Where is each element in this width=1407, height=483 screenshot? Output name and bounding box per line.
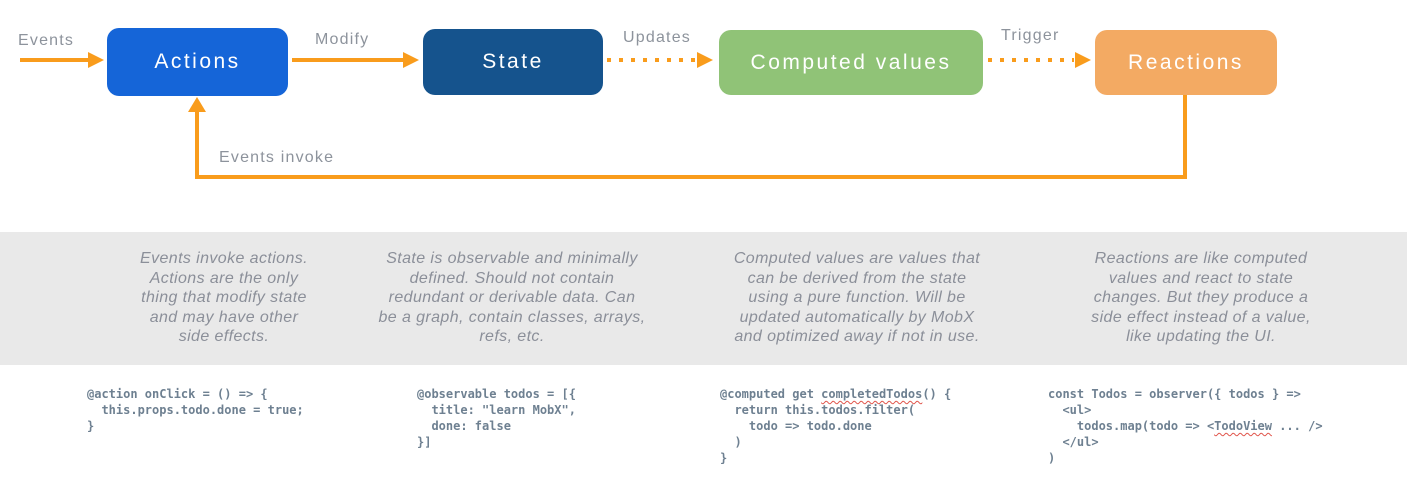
feedback-line-horizontal — [195, 175, 1187, 179]
code-line: todos.map(todo => <TodoView ... /> — [1048, 418, 1323, 434]
node-state: State — [423, 29, 603, 95]
code-line: }] — [417, 435, 432, 449]
modify-arrowhead-icon — [403, 52, 419, 68]
code-snippet-action: @action onClick = () => { this.props.tod… — [87, 386, 304, 434]
description-computed-values: Computed values are values that can be d… — [733, 250, 981, 345]
modify-label: Modify — [315, 31, 370, 48]
code-line: ) — [1048, 451, 1056, 465]
feedback-arrowhead-icon — [188, 97, 206, 112]
node-reactions: Reactions — [1095, 30, 1277, 95]
node-state-label: State — [482, 50, 544, 73]
trigger-arrowhead-icon — [1075, 52, 1091, 68]
code-text: todos.map(todo => < — [1048, 419, 1215, 433]
events-label: Events — [18, 32, 75, 49]
code-line: @observable todos = [{ — [417, 387, 576, 401]
updates-label: Updates — [623, 29, 691, 46]
node-reactions-label: Reactions — [1128, 50, 1244, 74]
spellcheck-squiggle-word: completedTodos — [821, 387, 923, 401]
code-line: } — [720, 451, 728, 465]
code-text: @computed get — [720, 387, 822, 401]
code-line: todo => todo.done — [720, 419, 872, 433]
modify-arrow-line — [292, 58, 403, 62]
description-state: State is observable and minimally define… — [378, 250, 646, 345]
code-snippet-observer: const Todos = observer({ todos } => <ul>… — [1048, 386, 1323, 466]
code-line: } — [87, 419, 95, 433]
description-reactions: Reactions are like computed values and r… — [1091, 250, 1311, 345]
code-snippet-observable: @observable todos = [{ title: "learn Mob… — [417, 386, 576, 450]
code-line: title: "learn MobX", — [417, 403, 576, 417]
code-line: const Todos = observer({ todos } => — [1048, 387, 1301, 401]
trigger-label: Trigger — [1001, 27, 1060, 44]
node-computed-values-label: Computed values — [750, 50, 952, 74]
events-arrow-line — [20, 58, 88, 62]
code-line: </ul> — [1048, 435, 1099, 449]
code-snippet-computed: @computed get completedTodos() { return … — [720, 386, 951, 466]
updates-arrowhead-icon — [697, 52, 713, 68]
events-invoke-label: Events invoke — [219, 149, 335, 166]
node-actions: Actions — [107, 28, 288, 96]
code-line: <ul> — [1048, 403, 1092, 417]
feedback-line-left-vertical — [195, 111, 199, 179]
code-text: ... /> — [1271, 419, 1323, 433]
feedback-line-right-vertical — [1183, 95, 1187, 179]
spellcheck-squiggle-word: TodoView — [1214, 419, 1272, 433]
code-line: @computed get completedTodos() { — [720, 386, 951, 402]
code-text: () { — [922, 387, 952, 401]
code-line: done: false — [417, 419, 511, 433]
code-line: this.props.todo.done = true; — [87, 403, 304, 417]
code-line: return this.todos.filter( — [720, 403, 916, 417]
code-line: ) — [720, 435, 742, 449]
description-band: Events invoke actions. Actions are the o… — [0, 232, 1407, 365]
code-line: @action onClick = () => { — [87, 387, 268, 401]
events-arrowhead-icon — [88, 52, 104, 68]
node-computed-values: Computed values — [719, 30, 983, 95]
updates-dotted-arrow-line — [607, 58, 695, 62]
description-actions: Events invoke actions. Actions are the o… — [140, 250, 308, 345]
trigger-dotted-arrow-line — [988, 58, 1074, 62]
node-actions-label: Actions — [154, 50, 241, 73]
